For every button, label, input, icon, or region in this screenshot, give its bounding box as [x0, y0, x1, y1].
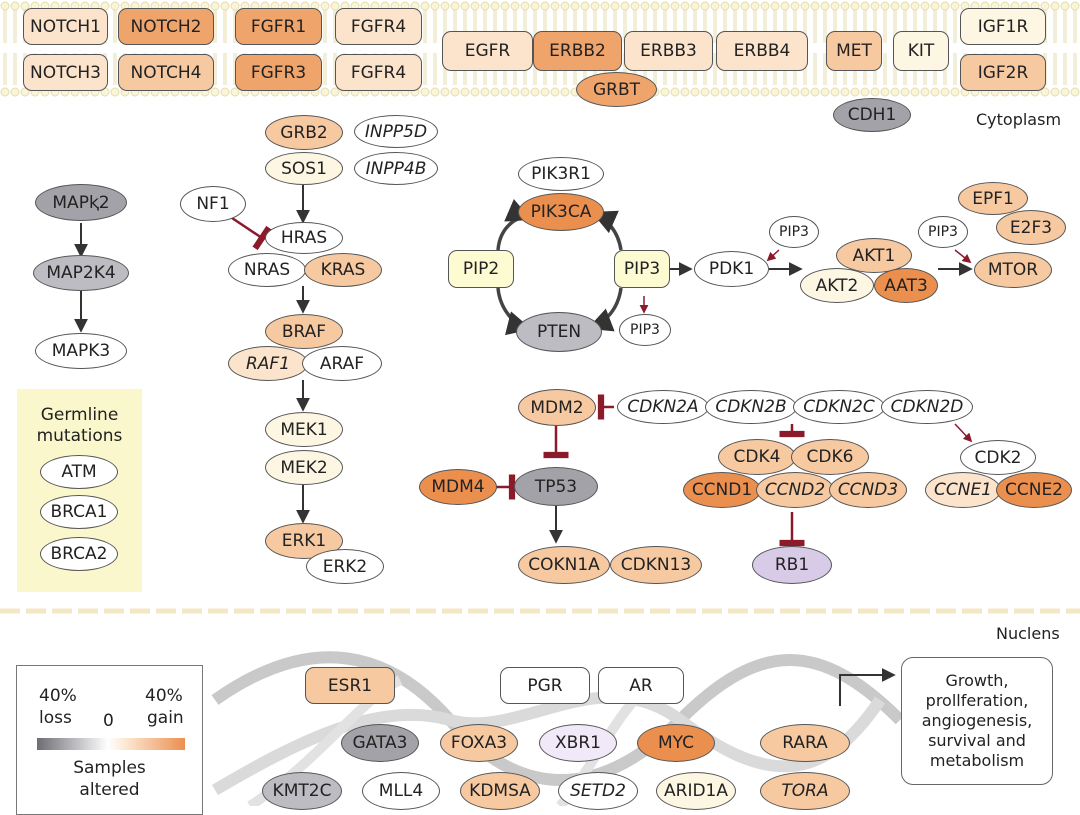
notch1-receptor: NOTCH1: [23, 8, 108, 45]
notch4-receptor: NOTCH4: [118, 54, 214, 91]
igf2r-receptor: IGF2R: [960, 54, 1046, 91]
tp53-node: TP53: [514, 467, 598, 506]
akt2-node: AKT2: [800, 268, 874, 303]
kdm5a-node: KDMSA: [460, 772, 540, 810]
ccne1-node: CCNE1: [925, 472, 1001, 508]
ar-node: AR: [598, 667, 684, 704]
brca1-node: BRCA1: [40, 495, 118, 529]
akt3-node: AAT3: [874, 268, 938, 303]
pgr-node: PGR: [500, 667, 590, 704]
fgfr1-receptor: FGFR1: [235, 8, 322, 45]
braf-node: BRAF: [265, 314, 343, 349]
igf1r-receptor: IGF1R: [960, 8, 1046, 45]
ccne2-node: CCNE2: [996, 472, 1072, 508]
esr1-node: ESR1: [305, 667, 395, 704]
kras-node: KRAS: [304, 253, 382, 287]
sos1-node: SOS1: [265, 152, 343, 185]
pip3-node: PIP3: [614, 250, 670, 288]
erk2-node: ERK2: [306, 549, 384, 584]
epf1-node: EPF1: [958, 182, 1028, 215]
legend-loss-pct: 40%: [39, 686, 77, 706]
fgfr3-receptor: FGFR3: [235, 54, 322, 91]
legend-zero: 0: [103, 711, 114, 731]
e2f3-node: E2F3: [996, 210, 1066, 245]
kit-receptor: KIT: [893, 31, 949, 71]
pip3-mtor-node: PIP3: [918, 216, 968, 248]
cdkn13-node: CDKN13: [610, 546, 702, 584]
setd2-node: SETD2: [558, 772, 638, 810]
cdk6-node: CDK6: [791, 439, 869, 475]
raf1-node: RAF1: [228, 346, 308, 381]
inpp5d-node: INPP5D: [354, 115, 438, 148]
nucleus-label: Nuclens: [996, 624, 1060, 643]
akt1-node: AKT1: [836, 238, 912, 273]
mtor-node: MTOR: [974, 252, 1052, 288]
hras-node: HRAS: [265, 222, 343, 254]
mll4-node: MLL4: [362, 772, 440, 810]
cdk2-node: CDK2: [960, 440, 1036, 475]
rara-node: RARA: [760, 724, 850, 762]
fgfr4-receptor: FGFR4: [335, 8, 422, 45]
legend-altered: altered: [79, 780, 140, 800]
cdk4-node: CDK4: [718, 439, 796, 475]
pik3r1-node: PIK3R1: [518, 157, 604, 191]
pik3ca-node: PIK3CA: [518, 193, 604, 231]
map2k4-node: MAP2K4: [33, 255, 129, 291]
germline-title: Germline mutations: [36, 405, 123, 446]
ccnd2-node: CCND2: [756, 472, 834, 508]
cdkn2b-node: CDKN2B: [705, 390, 797, 424]
legend-samples: Samples: [73, 758, 146, 778]
outcome-box: Growth, prollferation, angiogenesis, sur…: [901, 657, 1053, 785]
egfr-receptor: EGFR: [442, 31, 533, 71]
inpp4b-node: INPP4B: [354, 152, 438, 185]
erbb3-receptor: ERBB3: [624, 31, 713, 71]
grb2-node: GRB2: [265, 115, 343, 150]
ccnd1-node: CCND1: [683, 472, 761, 508]
erbb2-receptor: ERBB2: [533, 31, 622, 71]
ccnd3-node: CCND3: [829, 472, 907, 508]
legend-box: 40% loss 0 40% gain Samples altered: [16, 665, 203, 815]
legend-gain: gain: [147, 708, 184, 728]
cdkn1a-node: COKN1A: [518, 546, 610, 584]
araf-node: ARAF: [302, 346, 382, 381]
cdkn2d-node: CDKN2D: [881, 390, 973, 424]
pip3-pdk-node: PIP3: [769, 216, 819, 248]
notch3-receptor: NOTCH3: [23, 54, 108, 91]
kmt2c-node: KMT2C: [262, 772, 342, 810]
pdk1-node: PDK1: [694, 251, 769, 287]
pip2-node: PIP2: [448, 250, 514, 288]
mdm2-node: MDM2: [518, 389, 596, 426]
mapk3-node: MAPK3: [35, 333, 127, 369]
fgfr4-receptor-2: FGFR4: [335, 54, 422, 91]
legend-gradient-bar: [37, 738, 185, 750]
cdkn2c-node: CDKN2C: [793, 390, 885, 424]
legend-gain-pct: 40%: [145, 686, 183, 706]
mek1-node: MEK1: [265, 412, 343, 447]
arid1a-node: ARID1A: [656, 772, 736, 810]
erbb4-receptor: ERBB4: [716, 31, 808, 71]
cdkn2a-node: CDKN2A: [617, 390, 709, 424]
legend-loss: loss: [39, 708, 72, 728]
notch2-receptor: NOTCH2: [118, 8, 214, 45]
foxa3-node: FOXA3: [440, 724, 518, 762]
pten-node: PTEN: [516, 312, 602, 352]
rb1-node: RB1: [752, 546, 832, 584]
brca2-node: BRCA2: [40, 537, 118, 571]
mdm4-node: MDM4: [419, 469, 497, 505]
mapk2-node: MAPⱪ2: [35, 184, 127, 221]
erk1-node: ERK1: [265, 523, 343, 559]
gata3-node: GATA3: [341, 724, 419, 762]
cdh1-protein: CDH1: [833, 98, 911, 132]
xbr1-node: XBR1: [539, 724, 617, 762]
myc-node: MYC: [637, 724, 715, 762]
tora-node: TORA: [760, 772, 850, 810]
nras-node: NRAS: [228, 253, 306, 287]
nf1-node: NF1: [180, 186, 246, 222]
pip3-small-node: PIP3: [619, 314, 671, 346]
mek2-node: MEK2: [265, 450, 343, 485]
met-receptor: MET: [826, 31, 882, 71]
atm-node: ATM: [40, 455, 118, 489]
cytoplasm-label: Cytoplasm: [976, 110, 1062, 129]
grb7-protein: GRBT: [576, 72, 657, 107]
